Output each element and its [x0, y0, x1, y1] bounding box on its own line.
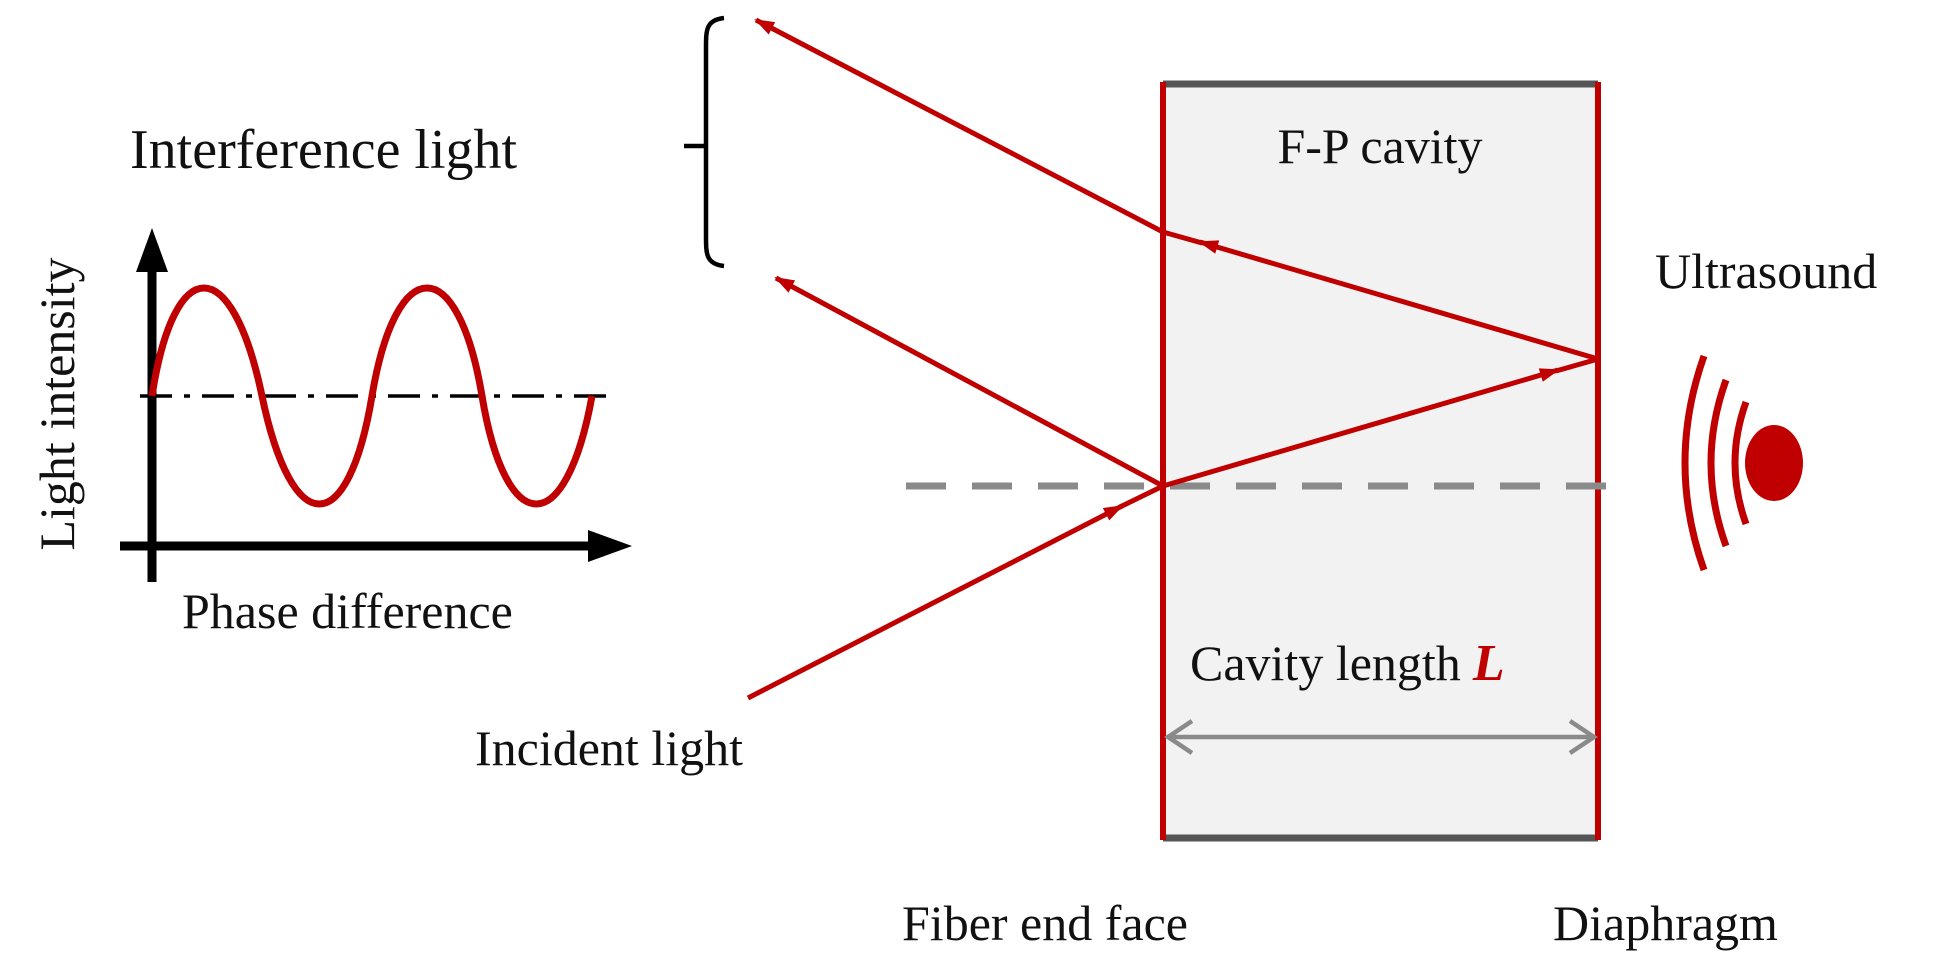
light-rays — [746, 17, 1599, 701]
ultrasound-label: Ultrasound — [1655, 243, 1877, 299]
ultrasound-source-dot — [1745, 425, 1803, 501]
phase-difference-label: Phase difference — [182, 583, 513, 639]
transmitted-ray-head — [1555, 356, 1599, 374]
ultrasound-wave-small — [1731, 400, 1750, 526]
cavity-length-text: Cavity length — [1190, 635, 1461, 691]
cavity-length-right-arrowhead — [1568, 719, 1599, 755]
diaphragm-label: Diaphragm — [1553, 895, 1778, 951]
fiber-end-face-label: Fiber end face — [902, 895, 1188, 951]
first-reflection-ray — [774, 275, 1165, 489]
cavity-body — [1163, 84, 1598, 838]
fp-cavity — [1160, 80, 1601, 842]
cavity-length-dimension — [1163, 719, 1599, 755]
incident-light-label: Incident light — [475, 720, 743, 776]
incident-light-ray-head — [1118, 483, 1165, 510]
diaphragm-reflection-ray-head — [1162, 229, 1203, 246]
incident-light-ray-tail — [746, 503, 1124, 701]
ultrasound-source — [1681, 354, 1803, 572]
interference-light-label: Interference light — [130, 119, 518, 181]
inset-plot — [120, 228, 632, 582]
x-axis-arrowhead — [588, 530, 632, 562]
cavity-length-left-arrowhead — [1163, 719, 1194, 755]
light-intensity-label: Light intensity — [29, 257, 85, 550]
transmitted-ray-tail — [1162, 367, 1560, 489]
y-axis-arrowhead — [136, 228, 168, 272]
second-reflection-ray — [754, 17, 1165, 235]
cavity-length-symbol: L — [1472, 635, 1505, 692]
ultrasound-wave-medium — [1707, 378, 1730, 548]
ultrasound-wave-large — [1681, 354, 1708, 572]
interference-bracket — [703, 15, 725, 269]
interference-sine-curve — [148, 284, 596, 508]
fp-cavity-label: F-P cavity — [1277, 118, 1482, 174]
diaphragm-reflection-ray-tail — [1198, 239, 1599, 362]
